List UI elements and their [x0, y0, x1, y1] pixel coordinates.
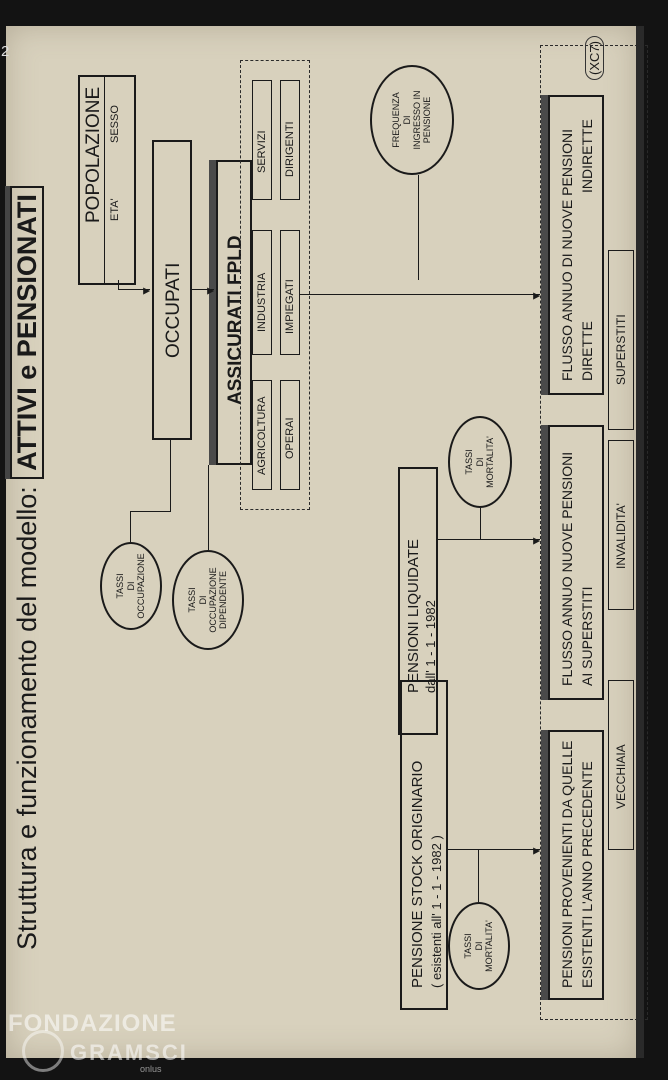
popolazione-box: POPOLAZIONE ETA' SESSO	[78, 75, 136, 285]
watermark-logo-icon	[22, 1030, 64, 1072]
pension-type-invalidita-label: INVALIDITA'	[614, 503, 628, 569]
circle-freq-l1: FREQUENZA	[391, 92, 402, 148]
archive-stamp: (XC7)	[585, 36, 604, 80]
circle-tassi-occupazione: TASSI DI OCCUPAZIONE	[100, 542, 162, 630]
pensioni-liquidate-l1: PENSIONI LIQUIDATE	[405, 539, 422, 693]
sector-agricoltura-label: AGRICOLTURA	[256, 396, 268, 475]
pensione-stock-l2: ( esistenti all' 1 - 1 - 1982 )	[429, 835, 444, 988]
conn-mort2	[480, 508, 481, 540]
pensioni-liquidate-l2: dall' 1 - 1 - 1982	[423, 600, 438, 693]
circle-occ-l2: DI	[125, 581, 136, 591]
pension-type-superstiti: SUPERSTITI	[608, 250, 634, 430]
circle-mort2-l2: DI	[474, 457, 485, 467]
circle-occdip-l3: OCCUPAZIONE	[208, 567, 218, 633]
circle-tassi-occupazione-dipendente: TASSI DI OCCUPAZIONE DIPENDENTE	[172, 550, 244, 650]
circle-tassi-mortalita-1: TASSI DI MORTALITA'	[448, 902, 510, 990]
sector-servizi: SERVIZI	[252, 80, 272, 200]
category-dirigenti: DIRIGENTI	[280, 80, 300, 200]
arrowhead-ass: ▼	[203, 285, 217, 297]
arrowhead-occ: ▼	[139, 285, 153, 297]
popolazione-eta: ETA'	[109, 198, 121, 221]
watermark-line2: GRAMSCI	[70, 1040, 188, 1065]
watermark-sub: onlus	[140, 1064, 162, 1074]
circle-mort2-l1: TASSI	[464, 449, 475, 475]
conn-freq	[418, 175, 419, 280]
page-number: 2	[1, 43, 10, 60]
category-operai: OPERAI	[280, 380, 300, 490]
conn-occ-3	[170, 440, 171, 512]
category-dirigenti-label: DIRIGENTI	[284, 121, 296, 177]
circle-freq-l2: DI	[401, 115, 412, 125]
conn-occdip-1	[208, 465, 209, 550]
occupati-label: OCCUPATI	[163, 262, 184, 358]
category-operai-label: OPERAI	[284, 417, 296, 459]
document-page	[6, 26, 639, 1058]
circle-occdip-l1: TASSI	[187, 587, 198, 613]
occupati-box: OCCUPATI	[152, 140, 192, 440]
sector-servizi-label: SERVIZI	[256, 130, 268, 173]
category-impiegati: IMPIEGATI	[280, 230, 300, 355]
conn-occ-1	[130, 512, 131, 542]
circle-frequenza: FREQUENZA DI INGRESSO IN PENSIONE	[370, 65, 454, 175]
circle-mort1-l1: TASSI	[463, 933, 474, 959]
flow-stock-down	[448, 849, 540, 850]
circle-occdip-l2: DI	[197, 595, 208, 605]
circle-mort1-l3: MORTALITA'	[484, 920, 495, 972]
arrow-pop-occ-h	[118, 280, 119, 290]
flow-liq-down	[438, 539, 540, 540]
pension-type-vecchiaia-label: VECCHIAIA	[614, 744, 628, 809]
circle-occ-l1: TASSI	[115, 573, 126, 599]
sector-agricoltura: AGRICOLTURA	[252, 380, 272, 490]
pensione-stock-l1: PENSIONE STOCK ORIGINARIO	[409, 760, 426, 988]
popolazione-sesso: SESSO	[109, 105, 121, 143]
popolazione-title: POPOLAZIONE	[83, 86, 104, 223]
pension-type-vecchiaia: VECCHIAIA	[608, 680, 634, 850]
conn-mort1	[478, 850, 479, 902]
pension-type-invalidita: INVALIDITA'	[608, 440, 634, 610]
circle-occ-l3: OCCUPAZIONE	[136, 553, 147, 619]
title-main: Struttura e funzionamento del modello:	[12, 486, 42, 950]
category-impiegati-label: IMPIEGATI	[284, 279, 296, 334]
circle-occdip-l4: DIPENDENTE	[218, 571, 229, 630]
circle-mort1-l2: DI	[473, 941, 484, 951]
sector-industria: INDUSTRIA	[252, 230, 272, 355]
flow-ass-down	[300, 294, 540, 295]
pensioni-liquidate-box: PENSIONI LIQUIDATE dall' 1 - 1 - 1982	[398, 467, 438, 735]
circle-freq-l4: PENSIONE	[422, 96, 433, 144]
diagram-title: Struttura e funzionamento del modello: A…	[10, 186, 44, 950]
popolazione-divider	[104, 77, 105, 283]
pension-type-superstiti-label: SUPERSTITI	[614, 314, 628, 385]
circle-tassi-mortalita-2: TASSI DI MORTALITA'	[448, 416, 512, 508]
circle-mort2-l3: MORTALITA'	[485, 436, 496, 488]
conn-occ-2	[130, 511, 170, 512]
circle-freq-l3: INGRESSO IN	[412, 90, 422, 150]
title-highlight: ATTIVI e PENSIONATI	[10, 186, 44, 479]
sector-industria-label: INDUSTRIA	[256, 272, 268, 332]
page-edge	[636, 26, 644, 1058]
